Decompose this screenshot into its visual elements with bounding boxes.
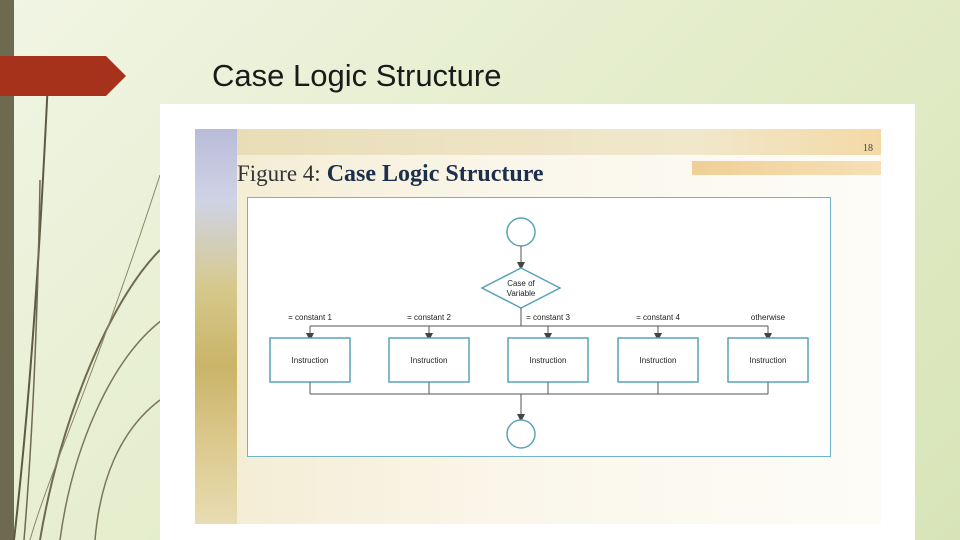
instruction-box (507, 337, 589, 383)
instruction-label: Instruction (530, 356, 567, 365)
branch-condition-label: otherwise (751, 313, 786, 322)
decision-label-line1: Case of (507, 279, 535, 288)
branch-condition-label: = constant 1 (288, 313, 332, 322)
page-header-strip (237, 129, 881, 155)
instruction-label: Instruction (411, 356, 448, 365)
figure-label: Figure 4: (237, 161, 321, 186)
instruction-label: Instruction (292, 356, 329, 365)
instruction-box (269, 337, 351, 383)
accent-arrow-tab (0, 56, 126, 96)
branch-condition-label: = constant 3 (526, 313, 570, 322)
figure-title-bar (692, 161, 881, 175)
floral-border-decoration (195, 129, 237, 524)
decision-label-line2: Variable (507, 289, 536, 298)
slide-title: Case Logic Structure (212, 58, 502, 93)
figure-title: Figure 4:Case Logic Structure (237, 159, 544, 189)
figure-name: Case Logic Structure (326, 161, 544, 187)
decorative-swirl-lines (13, 79, 163, 540)
left-accent-bar (0, 0, 14, 540)
flowchart-box: Case of Variable = constant 1 Instruction… (247, 197, 831, 457)
start-terminal (506, 217, 536, 247)
branch-condition-label: = constant 4 (636, 313, 680, 322)
scanned-figure-page: 18 Figure 4:Case Logic Structure Case of… (195, 129, 881, 524)
case-logic-flowchart: Case of Variable = constant 1 Instruction… (269, 217, 809, 449)
instruction-box (727, 337, 809, 383)
instruction-box (388, 337, 470, 383)
end-terminal (506, 419, 536, 449)
instruction-label: Instruction (750, 356, 787, 365)
branch-condition-label: = constant 2 (407, 313, 451, 322)
decision-diamond (480, 267, 562, 309)
figure-frame: 18 Figure 4:Case Logic Structure Case of… (160, 104, 915, 540)
instruction-label: Instruction (640, 356, 677, 365)
page-number: 18 (863, 143, 873, 154)
